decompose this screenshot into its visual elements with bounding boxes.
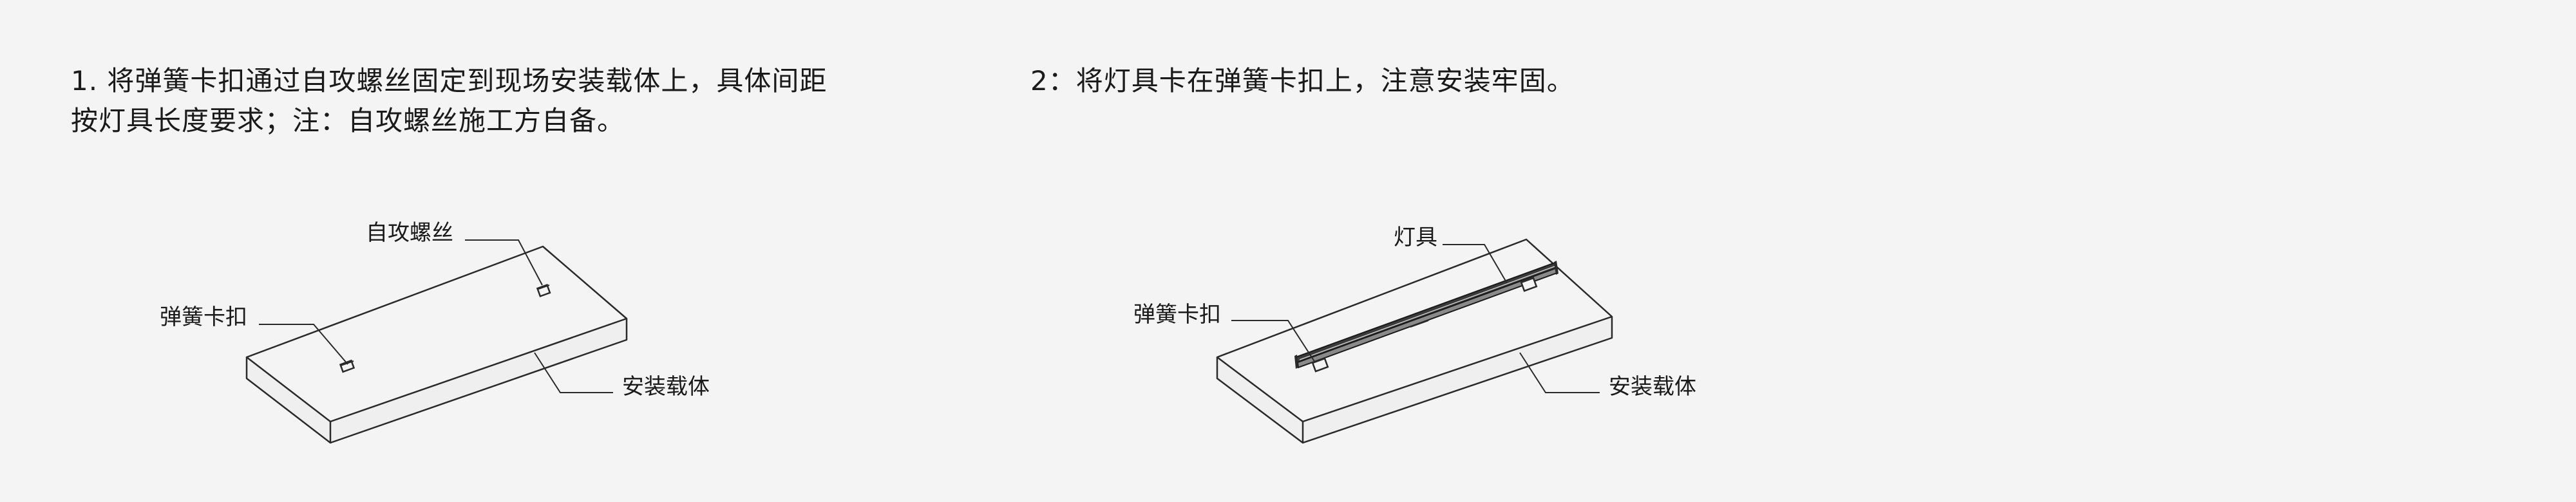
leader-lamp: [1443, 244, 1508, 284]
leader-clip-1: [259, 324, 348, 365]
step1-line2: 按灯具长度要求；注：自攻螺丝施工方自备。: [71, 105, 625, 136]
leader-clip-2: [1231, 320, 1316, 363]
label-screw: 自攻螺丝: [366, 220, 453, 246]
label-carrier-1: 安装载体: [622, 374, 710, 400]
step1-line1: 1. 将弹簧卡扣通过自攻螺丝固定到现场安装载体上，具体间距: [71, 65, 828, 97]
label-clip-1: 弹簧卡扣: [160, 304, 247, 330]
spring-clip-2b: [1520, 277, 1538, 292]
self-tapping-screw-1: [536, 284, 551, 297]
label-carrier-2: 安装载体: [1609, 374, 1696, 400]
label-lamp: 灯具: [1394, 225, 1437, 250]
carrier-board-1: [245, 245, 628, 444]
leader-screw-1: [465, 239, 543, 286]
step1-instruction: 1. 将弹簧卡扣通过自攻螺丝固定到现场安装载体上，具体间距 按灯具长度要求；注：…: [71, 61, 827, 141]
figure-step2: 灯具 弹簧卡扣 安装载体: [1133, 225, 1696, 444]
lamp-bar: [1294, 261, 1558, 369]
leader-carrier-1: [534, 352, 613, 393]
step2-instruction: 2：将灯具卡在弹簧卡扣上，注意安装牢固。: [1030, 61, 1575, 101]
leader-carrier-2: [1519, 352, 1600, 393]
label-clip-2: 弹簧卡扣: [1133, 302, 1221, 328]
step2-line1: 2：将灯具卡在弹簧卡扣上，注意安装牢固。: [1030, 65, 1575, 97]
spring-clip-2a: [1311, 357, 1329, 373]
figure-step1: 自攻螺丝 弹簧卡扣 安装载体: [160, 220, 710, 444]
